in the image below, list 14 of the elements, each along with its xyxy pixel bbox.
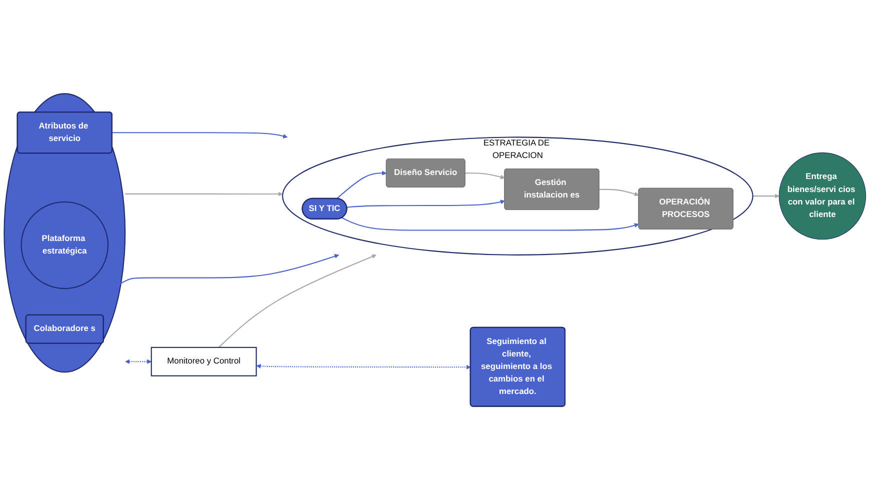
arrow: [218, 254, 376, 348]
arrow: [125, 359, 152, 364]
arrow: [465, 172, 505, 180]
node-box: Monitoreo y Control: [150, 346, 257, 376]
arrow: [752, 194, 780, 198]
arrow: [336, 170, 387, 200]
arrow: [125, 192, 283, 196]
arrow: [342, 217, 639, 231]
arrow: [599, 188, 639, 196]
arrow: [112, 132, 288, 138]
node-circle: Entrega bienes/servi cios con valor para el cliente: [778, 152, 866, 240]
arrow: [346, 200, 505, 208]
node-circle: Plataforma estratégica: [20, 201, 109, 290]
arrow: [256, 364, 471, 370]
